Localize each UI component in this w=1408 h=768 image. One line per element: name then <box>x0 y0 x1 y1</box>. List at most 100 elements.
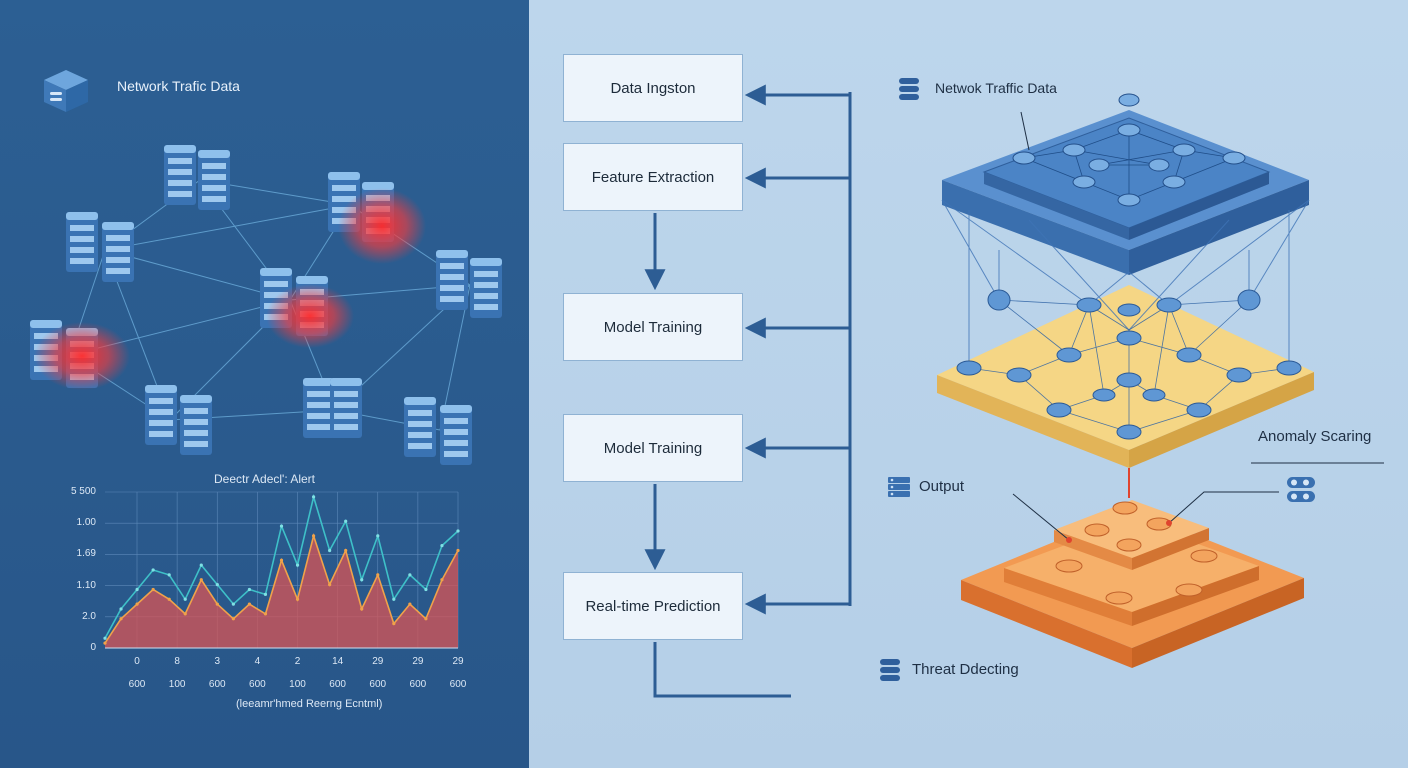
server-network-graph <box>30 145 502 465</box>
chart-point <box>344 519 348 523</box>
flow-box-realtime-prediction: Real-time Prediction <box>563 572 743 640</box>
chart-point <box>199 563 203 567</box>
database-cube-icon <box>44 70 88 112</box>
output-icon-pointer <box>1168 491 1279 524</box>
x-tick-sublabel: 600 <box>369 679 387 690</box>
x-tick-sublabel: 600 <box>329 679 346 690</box>
toggle-cluster-icon <box>1287 477 1315 502</box>
x-tick-label: 4 <box>254 656 261 667</box>
flow-box-model-training-2: Model Training <box>563 414 743 482</box>
x-tick-label: 0 <box>134 656 140 667</box>
chart-point <box>392 597 396 601</box>
chart-series <box>103 493 460 649</box>
x-tick-label: 14 <box>332 656 344 667</box>
chart-point <box>424 617 428 621</box>
flow-box-model-training-1: Model Training <box>563 293 743 361</box>
chart-point <box>183 597 187 601</box>
x-tick-sublabel: 600 <box>449 679 467 690</box>
x-tick-label: 3 <box>214 656 221 667</box>
chart-point <box>103 641 107 645</box>
output-label: Output <box>919 478 965 495</box>
chart-area-series-0 <box>105 535 458 648</box>
chart-point <box>215 602 219 606</box>
chart-point <box>311 534 316 538</box>
x-tick-label: 29 <box>372 656 384 667</box>
chart-point <box>456 529 460 533</box>
chart-point <box>135 587 139 592</box>
chart-point <box>119 607 123 611</box>
chart-point <box>456 548 460 553</box>
x-tick-label: 2 <box>294 656 301 667</box>
y-tick-label: 5 500 <box>70 486 96 497</box>
threat-detecting-label: Threat Ddecting <box>912 661 1019 678</box>
chart-point <box>279 558 284 562</box>
chart-point <box>167 573 171 577</box>
left-panel-title: Network Trafic Data <box>117 78 240 94</box>
network-label-pointer <box>1020 111 1030 151</box>
y-tick-label: 2.0 <box>82 610 96 622</box>
chart-point <box>344 548 348 553</box>
chart-point <box>392 622 396 626</box>
chart-point <box>247 587 252 592</box>
chart-point <box>328 583 332 587</box>
database-icon <box>899 78 919 100</box>
anomaly-scoring-label: Anomaly Scaring <box>1258 428 1372 445</box>
y-tick-label: 1.69 <box>76 548 96 560</box>
chart-point <box>408 602 412 606</box>
chart-point <box>151 587 155 592</box>
chart-point <box>135 602 139 606</box>
chart-title: Deectr Adecl': Alert <box>214 472 316 486</box>
chart-point <box>183 612 187 616</box>
chart-point <box>151 568 155 572</box>
chart-point <box>376 534 380 538</box>
y-tick-label: 1.10 <box>76 579 96 591</box>
y-tick-label: 0 <box>90 642 96 653</box>
x-tick-label: 29 <box>452 656 464 667</box>
chart-point <box>295 597 300 601</box>
stacked-layer-diagram <box>937 93 1384 668</box>
x-tick-sublabel: 100 <box>168 679 186 690</box>
flow-box-feature-extraction: Feature Extraction <box>563 143 743 211</box>
anomaly-chart <box>103 491 460 649</box>
alert-glows <box>34 188 426 390</box>
flow-connectors <box>644 84 1384 698</box>
x-tick-sublabel: 100 <box>289 679 306 690</box>
chart-point <box>440 544 444 548</box>
alert-glow-3 <box>34 322 130 390</box>
anomaly-scoring-layer <box>937 285 1314 450</box>
right-panel: Data Ingston Feature Extraction Model Tr… <box>529 0 1408 768</box>
x-tick-sublabel: 600 <box>249 679 266 690</box>
alert-glow-2 <box>266 284 354 348</box>
left-panel: Network Trafic Data <box>0 0 529 768</box>
chart-point <box>408 573 412 577</box>
chart-point <box>119 617 123 621</box>
chart-point <box>295 563 300 567</box>
chart-point <box>360 607 364 611</box>
x-tick-sublabel: 600 <box>409 679 427 690</box>
output-return-line <box>653 642 791 698</box>
chart-point <box>376 573 380 577</box>
chart-point <box>247 602 252 606</box>
chart-point <box>328 548 332 553</box>
chart-point <box>263 612 268 616</box>
chart-point <box>103 636 107 640</box>
x-tick-label: 8 <box>174 656 180 667</box>
chart-point <box>231 617 235 621</box>
x-tick-sublabel: 600 <box>128 679 146 690</box>
chart-point <box>167 597 171 601</box>
output-server-icon <box>888 477 910 497</box>
flow-box-data-ingestion: Data Ingston <box>563 54 743 122</box>
threat-database-icon <box>880 659 900 681</box>
chart-point <box>279 524 284 528</box>
chart-point <box>215 583 219 587</box>
chart-point <box>311 495 316 499</box>
chart-point <box>231 602 235 606</box>
x-tick-label: 29 <box>412 656 424 667</box>
threat-layer-top <box>1054 500 1209 558</box>
chart-point <box>440 578 444 582</box>
chart-point <box>424 587 428 592</box>
x-tick-sublabel: 600 <box>208 679 226 690</box>
network-traffic-label: Netwok Traffic Data <box>935 80 1057 96</box>
y-tick-label: 1.00 <box>76 517 96 529</box>
chart-x-label: (leeamr'hmed Reerng Ecntml) <box>236 698 383 710</box>
